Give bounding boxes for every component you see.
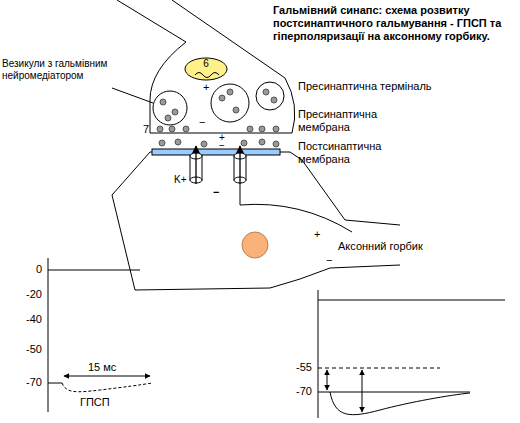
membrane-label: Постсинаптична мембрана bbox=[298, 140, 398, 165]
axis-tick: -55 bbox=[272, 361, 312, 374]
ion-channels bbox=[190, 153, 246, 183]
charge-sign: + bbox=[314, 228, 320, 241]
charge-sign: − bbox=[199, 116, 205, 129]
nucleus bbox=[242, 232, 268, 258]
postsynaptic-neuron bbox=[112, 152, 400, 290]
current-path bbox=[240, 182, 352, 232]
charge-sign: − bbox=[213, 186, 219, 199]
axis-tick: -20 bbox=[2, 288, 42, 301]
hyperpolarization-graph bbox=[318, 290, 505, 418]
callout-number: 6 bbox=[184, 57, 228, 69]
duration-label: 15 мс bbox=[88, 361, 116, 374]
axis-tick: -40 bbox=[2, 313, 42, 326]
presynaptic-terminal bbox=[117, 0, 295, 133]
hillock-label: Аксонний горбик bbox=[338, 240, 423, 253]
leader-line bbox=[112, 88, 153, 103]
receptor-strip bbox=[152, 149, 280, 155]
charge-sign: + bbox=[203, 81, 209, 94]
ion-flow-arrows bbox=[196, 146, 240, 184]
axis-tick: -70 bbox=[272, 385, 312, 398]
terminal-label: Пресинаптична терміналь bbox=[298, 80, 432, 93]
axis-tick: -50 bbox=[2, 343, 42, 356]
ion-label: K+ bbox=[174, 174, 187, 186]
synthesis-organelle: 6 bbox=[184, 57, 228, 81]
membrane-label: Пресинаптична мембрана bbox=[298, 108, 398, 133]
axis-tick: 0 bbox=[2, 263, 42, 276]
axis-tick: -70 bbox=[2, 376, 42, 389]
ipsp-label: ГПСП bbox=[80, 396, 110, 409]
callout-number: 7 bbox=[143, 123, 149, 136]
neurotransmitter-dots bbox=[157, 89, 279, 147]
charge-sign: − bbox=[326, 254, 332, 267]
charge-sign: − bbox=[219, 141, 225, 151]
title: Гальмівний синапс: схема розвитку постси… bbox=[273, 4, 513, 44]
vesicles bbox=[153, 82, 284, 125]
vesicle-label: Везикули з гальмівним нейромедіатором bbox=[2, 58, 150, 81]
ipsp-graph bbox=[48, 258, 152, 412]
